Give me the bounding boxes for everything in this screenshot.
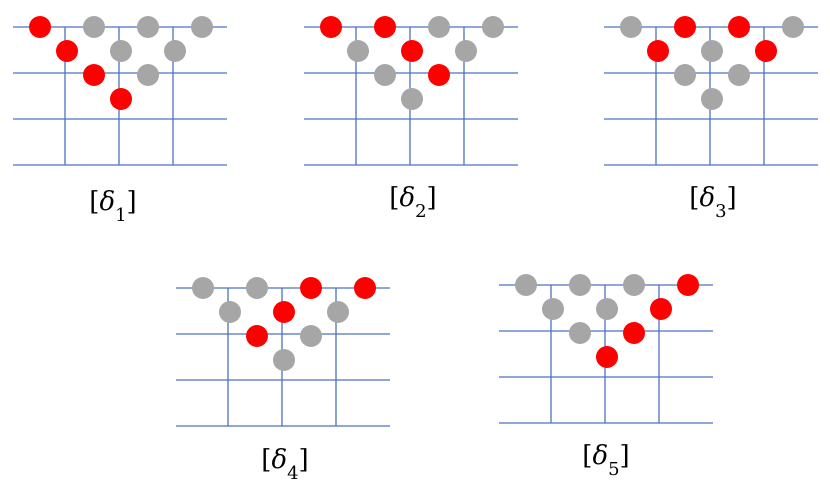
label-close: ] bbox=[127, 187, 137, 217]
dot-inactive bbox=[110, 40, 132, 62]
dot-active bbox=[273, 301, 295, 323]
dot-active bbox=[300, 277, 322, 299]
dots bbox=[320, 16, 504, 110]
delta-2-label: [δ2] bbox=[389, 183, 436, 222]
label-symbol: δ bbox=[271, 445, 287, 475]
dot-active bbox=[623, 322, 645, 344]
dot-inactive bbox=[428, 16, 450, 38]
dot-inactive bbox=[246, 277, 268, 299]
dot-inactive bbox=[728, 64, 750, 86]
dot-active bbox=[674, 16, 696, 38]
dot-inactive bbox=[327, 301, 349, 323]
dot-inactive bbox=[347, 40, 369, 62]
dot-active bbox=[596, 346, 618, 368]
dot-inactive bbox=[137, 16, 159, 38]
dots bbox=[29, 16, 213, 110]
dot-inactive bbox=[191, 16, 213, 38]
dot-active bbox=[354, 277, 376, 299]
delta-4-label: [δ4] bbox=[261, 445, 308, 484]
label-symbol: δ bbox=[699, 183, 715, 213]
dot-inactive bbox=[569, 322, 591, 344]
dot-active bbox=[677, 274, 699, 296]
label-symbol: δ bbox=[99, 187, 115, 217]
label-sub: 4 bbox=[287, 463, 298, 484]
dot-active bbox=[83, 64, 105, 86]
label-close: ] bbox=[299, 445, 309, 475]
delta-3-diagram bbox=[604, 16, 818, 166]
dot-active bbox=[110, 88, 132, 110]
delta-2-diagram bbox=[304, 16, 518, 166]
label-open: [ bbox=[689, 183, 699, 213]
dot-active bbox=[401, 40, 423, 62]
dot-inactive bbox=[273, 349, 295, 371]
delta-5-diagram bbox=[499, 274, 713, 424]
dot-inactive bbox=[542, 298, 564, 320]
dot-inactive bbox=[83, 16, 105, 38]
dot-active bbox=[428, 64, 450, 86]
dot-inactive bbox=[782, 16, 804, 38]
dot-inactive bbox=[374, 64, 396, 86]
dot-inactive bbox=[515, 274, 537, 296]
delta-3-label: [δ3] bbox=[689, 183, 736, 222]
dot-active bbox=[56, 40, 78, 62]
label-close: ] bbox=[427, 183, 437, 213]
label-open: [ bbox=[261, 445, 271, 475]
label-open: [ bbox=[582, 441, 592, 471]
label-sub: 3 bbox=[715, 201, 726, 222]
dot-active bbox=[647, 40, 669, 62]
dot-inactive bbox=[455, 40, 477, 62]
dot-inactive bbox=[569, 274, 591, 296]
delta-4-diagram bbox=[176, 277, 390, 427]
dot-active bbox=[246, 325, 268, 347]
dot-inactive bbox=[623, 274, 645, 296]
label-close: ] bbox=[620, 441, 630, 471]
dot-inactive bbox=[701, 88, 723, 110]
dot-inactive bbox=[482, 16, 504, 38]
label-open: [ bbox=[89, 187, 99, 217]
dot-active bbox=[29, 16, 51, 38]
dots bbox=[192, 277, 376, 371]
dot-inactive bbox=[219, 301, 241, 323]
label-sub: 1 bbox=[115, 205, 126, 226]
dots bbox=[515, 274, 699, 368]
delta-1-diagram bbox=[13, 16, 227, 166]
dot-inactive bbox=[701, 40, 723, 62]
dot-inactive bbox=[620, 16, 642, 38]
dot-active bbox=[728, 16, 750, 38]
label-symbol: δ bbox=[399, 183, 415, 213]
delta-5-label: [δ5] bbox=[582, 441, 629, 480]
dot-inactive bbox=[192, 277, 214, 299]
delta-1-label: [δ1] bbox=[89, 187, 136, 226]
dot-inactive bbox=[164, 40, 186, 62]
dot-active bbox=[320, 16, 342, 38]
dot-inactive bbox=[300, 325, 322, 347]
label-close: ] bbox=[727, 183, 737, 213]
label-sub: 5 bbox=[608, 459, 619, 480]
dot-active bbox=[374, 16, 396, 38]
dot-inactive bbox=[596, 298, 618, 320]
label-sub: 2 bbox=[415, 201, 426, 222]
dot-inactive bbox=[401, 88, 423, 110]
dot-inactive bbox=[674, 64, 696, 86]
dots bbox=[620, 16, 804, 110]
dot-inactive bbox=[137, 64, 159, 86]
label-symbol: δ bbox=[592, 441, 608, 471]
dot-active bbox=[650, 298, 672, 320]
label-open: [ bbox=[389, 183, 399, 213]
dot-active bbox=[755, 40, 777, 62]
